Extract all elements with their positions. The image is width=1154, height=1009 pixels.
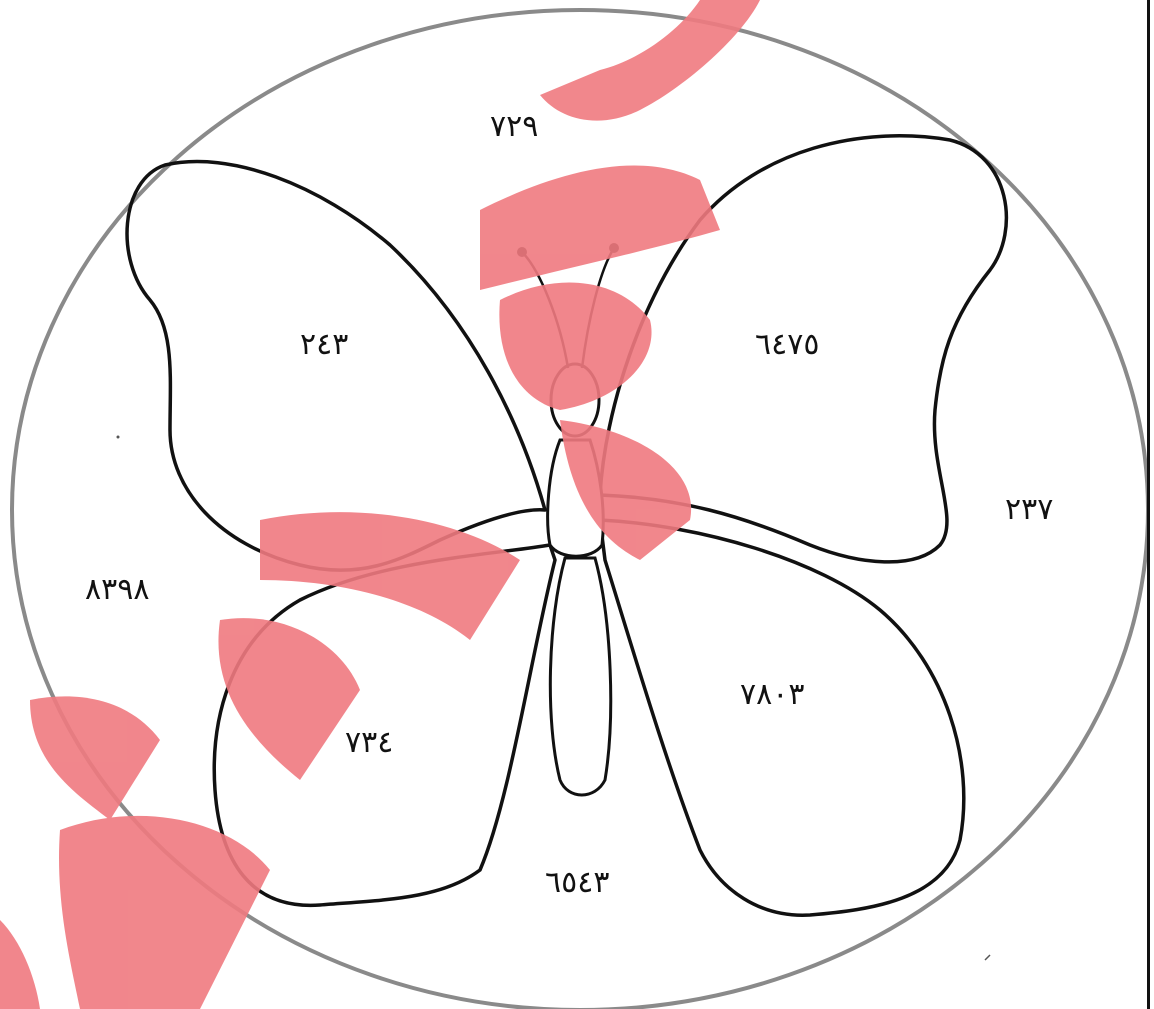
stray-mark — [985, 955, 990, 960]
lower-right-wing — [600, 520, 964, 915]
number-bottom: ٦٥٤٣ — [545, 868, 609, 898]
number-upper-right-wing: ٦٤٧٥ — [755, 330, 819, 360]
butterfly-abdomen — [550, 558, 610, 795]
number-upper-left-wing: ٢٤٣ — [300, 330, 348, 360]
watermark — [0, 0, 760, 1009]
page-border-right — [1147, 0, 1150, 1009]
stray-dot — [117, 436, 120, 439]
number-lower-left-wing: ٧٣٤ — [345, 728, 393, 758]
number-top: ٧٢٩ — [490, 112, 538, 142]
number-left-outside: ٨٣٩٨ — [85, 575, 149, 605]
number-lower-right-wing: ٧٨٠٣ — [740, 680, 804, 710]
number-right-outside: ٢٣٧ — [1005, 495, 1053, 525]
